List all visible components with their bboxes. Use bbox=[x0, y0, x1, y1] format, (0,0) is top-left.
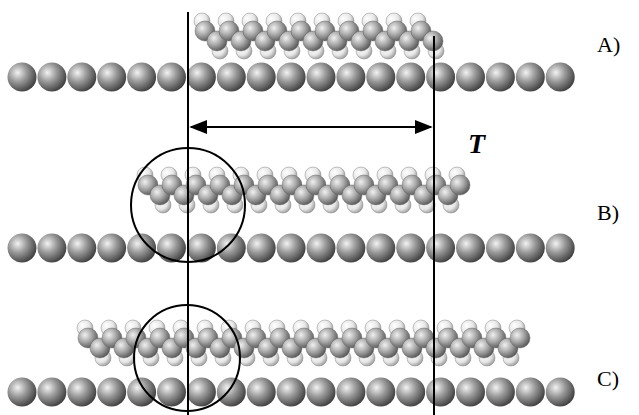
substrate-atom bbox=[247, 378, 276, 407]
substrate-atom bbox=[516, 63, 545, 92]
substrate-atom bbox=[37, 234, 66, 263]
substrate-atom bbox=[157, 234, 186, 263]
substrate-atom bbox=[217, 234, 246, 263]
molecule-backbone bbox=[78, 328, 530, 358]
boundary-line bbox=[433, 36, 435, 415]
boundary-line bbox=[187, 12, 189, 415]
substrate-atom bbox=[366, 378, 395, 407]
substrate-atom bbox=[456, 234, 485, 263]
highlight-circle bbox=[134, 305, 240, 411]
panel-label: A) bbox=[597, 34, 620, 56]
molecule-chain bbox=[137, 167, 465, 213]
substrate-atom bbox=[37, 63, 66, 92]
substrate-atom bbox=[426, 63, 455, 92]
substrate-atom bbox=[187, 63, 216, 92]
substrate-atom bbox=[426, 234, 455, 263]
substrate-atom bbox=[67, 63, 96, 92]
substrate-atom bbox=[8, 234, 37, 263]
substrate-atom bbox=[217, 378, 246, 407]
dimension-label: T bbox=[468, 130, 485, 158]
highlight-circle bbox=[131, 148, 245, 262]
substrate-atom bbox=[127, 378, 156, 407]
substrate-atom bbox=[486, 63, 515, 92]
substrate-atom bbox=[366, 234, 395, 263]
substrate-atom bbox=[247, 234, 276, 263]
substrate-atom bbox=[486, 234, 515, 263]
substrate-atom bbox=[277, 234, 306, 263]
panel-label: C) bbox=[597, 368, 619, 390]
substrate-atom bbox=[336, 378, 365, 407]
substrate-atom bbox=[37, 378, 66, 407]
substrate-atom bbox=[97, 63, 126, 92]
substrate-atom bbox=[67, 378, 96, 407]
substrate-row bbox=[8, 234, 575, 263]
substrate-atom bbox=[187, 378, 216, 407]
substrate-row bbox=[8, 378, 575, 407]
substrate-atom bbox=[127, 63, 156, 92]
substrate-atom bbox=[157, 378, 186, 407]
substrate-atom bbox=[217, 63, 246, 92]
substrate-atom bbox=[8, 63, 37, 92]
dimension-arrow bbox=[191, 126, 431, 128]
substrate-atom bbox=[366, 63, 395, 92]
substrate-row bbox=[8, 63, 575, 92]
substrate-atom bbox=[426, 378, 455, 407]
substrate-atom bbox=[67, 234, 96, 263]
substrate-atom bbox=[97, 234, 126, 263]
substrate-atom bbox=[336, 63, 365, 92]
substrate-atom bbox=[307, 234, 336, 263]
substrate-atom bbox=[307, 63, 336, 92]
substrate-atom bbox=[277, 378, 306, 407]
substrate-atom bbox=[486, 378, 515, 407]
molecule-backbone bbox=[195, 21, 443, 51]
substrate-atom bbox=[157, 63, 186, 92]
substrate-atom bbox=[546, 378, 575, 407]
substrate-atom bbox=[396, 234, 425, 263]
substrate-atom bbox=[336, 234, 365, 263]
carbon-atom bbox=[510, 328, 530, 348]
molecule-chain bbox=[194, 13, 444, 59]
panel-label: B) bbox=[597, 202, 619, 224]
substrate-atom bbox=[307, 378, 336, 407]
atom-spheres bbox=[8, 13, 575, 407]
substrate-atom bbox=[456, 63, 485, 92]
substrate-atom bbox=[247, 63, 276, 92]
substrate-atom bbox=[546, 63, 575, 92]
substrate-atom bbox=[456, 378, 485, 407]
substrate-atom bbox=[277, 63, 306, 92]
substrate-atom bbox=[97, 378, 126, 407]
carbon-atom bbox=[450, 175, 470, 195]
substrate-atom bbox=[396, 378, 425, 407]
substrate-atom bbox=[187, 234, 216, 263]
substrate-atom bbox=[8, 378, 37, 407]
substrate-atom bbox=[546, 234, 575, 263]
substrate-atom bbox=[396, 63, 425, 92]
substrate-atom bbox=[516, 378, 545, 407]
substrate-atom bbox=[516, 234, 545, 263]
